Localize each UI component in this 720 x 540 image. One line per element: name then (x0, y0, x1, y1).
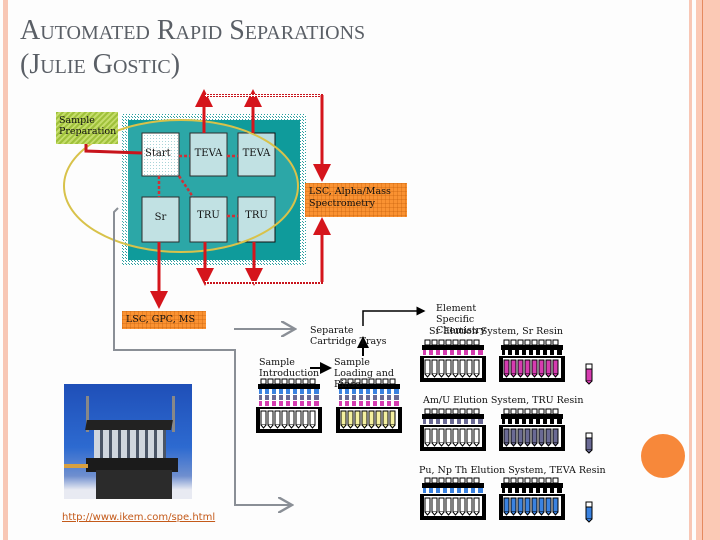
decorative-orange-circle (641, 434, 685, 478)
cell-label-teva-2: TEVA (242, 148, 271, 159)
cell-sr (141, 196, 180, 243)
lsc-gpc-ms-box: LSC, GPC, MS (122, 311, 206, 329)
cell-label-sr: Sr (154, 212, 167, 223)
slide-title: Automated Rapid Separations (Julie Gosti… (20, 14, 365, 82)
tray-tru-load (420, 408, 486, 451)
tray-sr-load (420, 339, 486, 382)
tray-teva-load (420, 477, 486, 520)
dotted-connectors (157, 154, 238, 218)
lsc-alpha-mass-box: LSC, Alpha/Mass Spectrometry (305, 183, 407, 217)
title-line-2: (Julie Gostic) (20, 49, 181, 80)
tray-sr-elute (499, 339, 565, 382)
cell-teva-1 (189, 132, 228, 177)
cell-tru-2 (237, 196, 276, 243)
vial-sr (585, 363, 593, 385)
sample-loading-rinse-label: Sample Loading and Rinse (334, 357, 394, 390)
teva-system-label: Pu, Np Th Elution System, TEVA Resin (419, 465, 606, 476)
arrow-trays-to-chemistry (362, 306, 426, 326)
cell-label-start: Start (145, 148, 171, 159)
tray-sample-introduction (256, 378, 322, 433)
tray-tru-elute (499, 408, 565, 451)
title-line-1: Automated Rapid Separations (20, 15, 366, 46)
tru-system-label: Am/U Elution System, TRU Resin (423, 395, 584, 406)
cell-label-tru-1: TRU (197, 210, 220, 221)
cell-start (141, 132, 180, 177)
source-link[interactable]: http://www.ikem.com/spe.html (62, 512, 216, 523)
element-specific-chemistry-label: Element Specific Chemistry (436, 303, 486, 336)
cell-label-teva-1: TEVA (194, 148, 223, 159)
tray-teva-elute (499, 477, 565, 520)
top-collector-line (205, 94, 323, 97)
cell-tru-1 (189, 196, 228, 243)
vacuum-box-photo (64, 384, 192, 499)
cell-teva-2 (237, 132, 276, 177)
vial-tru (585, 432, 593, 454)
cell-label-tru-2: TRU (245, 210, 268, 221)
right-decorative-line (702, 0, 703, 540)
sample-preparation-box: Sample Preparation (56, 112, 118, 144)
gray-connector (113, 207, 290, 505)
sr-system-label: Sr Elution System, Sr Resin (429, 326, 563, 337)
sample-prep-connector (84, 144, 143, 155)
bottom-collector-line (205, 281, 323, 284)
right-decorative-bar-wide (696, 0, 720, 540)
sample-introduction-label: Sample Introduction (259, 357, 320, 379)
left-decorative-bar (3, 0, 8, 540)
cartridge-trays (256, 339, 593, 523)
tray-sample-loading (336, 378, 402, 433)
right-decorative-bar-thin (689, 0, 692, 540)
vial-teva (585, 501, 593, 523)
separate-cartridge-trays-label: Separate Cartridge Trays (310, 325, 387, 347)
